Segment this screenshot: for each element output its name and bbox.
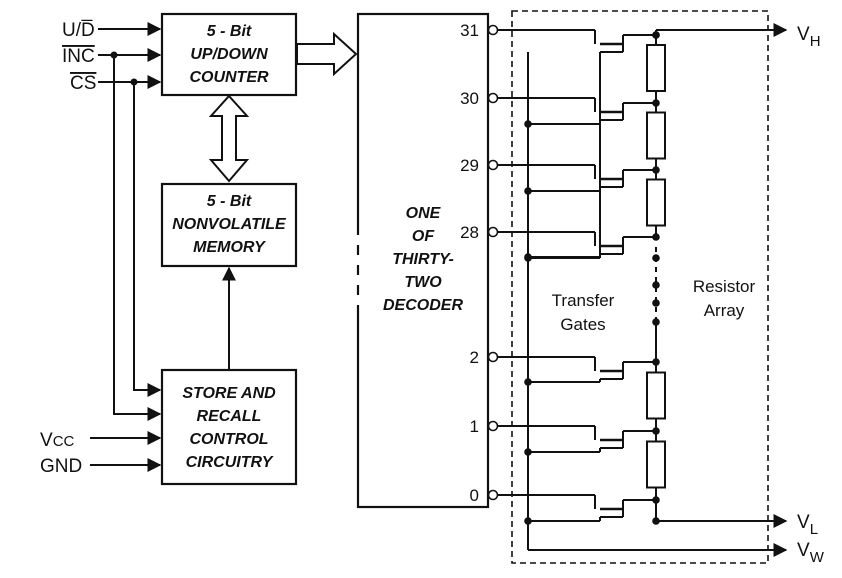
decoder-block: [356, 12, 490, 509]
bus-junction-0: [524, 517, 532, 525]
resistor-array-line-1: Resistor: [693, 277, 756, 296]
resistor-node-intermediate: [652, 318, 660, 326]
vw-pin-label: VW: [797, 540, 825, 566]
break-dot-2: [652, 299, 660, 307]
resistor-31-30: [646, 44, 666, 92]
transfer-gate-array: [487, 23, 788, 557]
counter-line-2: UP/DOWN: [190, 46, 268, 63]
decoder-line-2: OF: [412, 228, 435, 245]
decoder-output-node-28: [487, 226, 499, 238]
decoder-line-5: DECODER: [383, 297, 463, 314]
vh-main: V: [797, 24, 810, 45]
vw-sub: W: [810, 549, 825, 566]
vh-node: [652, 31, 660, 39]
decoder-line-1: ONE: [406, 205, 442, 222]
decoder-output-node-30: [487, 92, 499, 104]
output-30-label: 30: [460, 89, 479, 108]
memory-line-3: MEMORY: [193, 239, 266, 256]
resistor-1-0: [646, 440, 666, 489]
store-recall-block: [160, 368, 298, 486]
bus-junction-28: [524, 254, 532, 262]
transfer-gates-line-1: Transfer: [552, 291, 615, 310]
cs-pin-label: CS: [70, 73, 96, 94]
bus-junction-30: [524, 187, 532, 195]
resistor-array-line-2: Array: [704, 301, 745, 320]
store-line-2: RECALL: [197, 408, 262, 425]
output-2-label: 2: [470, 348, 479, 367]
inc-pin-label: INC: [62, 46, 95, 67]
vh-pin-label: VH: [797, 24, 821, 50]
decoder-output-node-1: [487, 420, 499, 432]
counter-memory-bidirectional-arrow: [208, 94, 250, 183]
output-28-label: 28: [460, 223, 479, 242]
resistor-29-28: [646, 178, 666, 227]
counter-line-1: 5 - Bit: [207, 23, 252, 40]
memory-line-1: 5 - Bit: [207, 193, 252, 210]
decoder-line-4: TWO: [404, 274, 442, 291]
bus-junction-2: [524, 378, 532, 386]
cs-to-store: [133, 82, 162, 397]
vl-main: V: [797, 512, 810, 533]
store-line-3: CONTROL: [189, 431, 268, 448]
vcc-sub: CC: [53, 433, 75, 450]
inc-to-store: [113, 55, 162, 421]
vcc-pin-label: VCC: [40, 430, 75, 451]
decoder-line-3: THIRTY-: [392, 251, 454, 268]
store-line-1: STORE AND: [182, 385, 276, 402]
decoder-output-node-0: [487, 489, 499, 501]
store-line-4: CIRCUITRY: [186, 454, 274, 471]
decoder-output-node-29: [487, 159, 499, 171]
memory-block: [160, 182, 298, 268]
bus-junction-31: [524, 120, 532, 128]
resistor-30-29: [646, 111, 666, 160]
transfer-gates-line-2: Gates: [560, 315, 605, 334]
break-dot-1: [652, 281, 660, 289]
counter-line-3: COUNTER: [189, 69, 269, 86]
memory-line-2: NONVOLATILE: [172, 216, 287, 233]
output-29-label: 29: [460, 156, 479, 175]
ud-pin-label: U/D̅: [62, 20, 95, 41]
vcc-main: V: [40, 430, 53, 451]
decoder-output-node-31: [487, 24, 499, 36]
array-boundary: [511, 10, 769, 564]
decoder-output-node-2: [487, 351, 499, 363]
gnd-pin-label: GND: [40, 456, 82, 477]
output-0-label: 0: [470, 486, 479, 505]
vl-sub: L: [810, 521, 818, 538]
vh-sub: H: [810, 33, 821, 50]
bus-junction-1: [524, 448, 532, 456]
output-31-label: 31: [460, 21, 479, 40]
break-dot-0: [652, 254, 660, 262]
counter-decoder-arrow: [296, 31, 358, 77]
output-1-label: 1: [470, 417, 479, 436]
vl-pin-label: VL: [797, 512, 818, 538]
resistor-2-1: [646, 371, 666, 420]
vw-main: V: [797, 540, 810, 561]
